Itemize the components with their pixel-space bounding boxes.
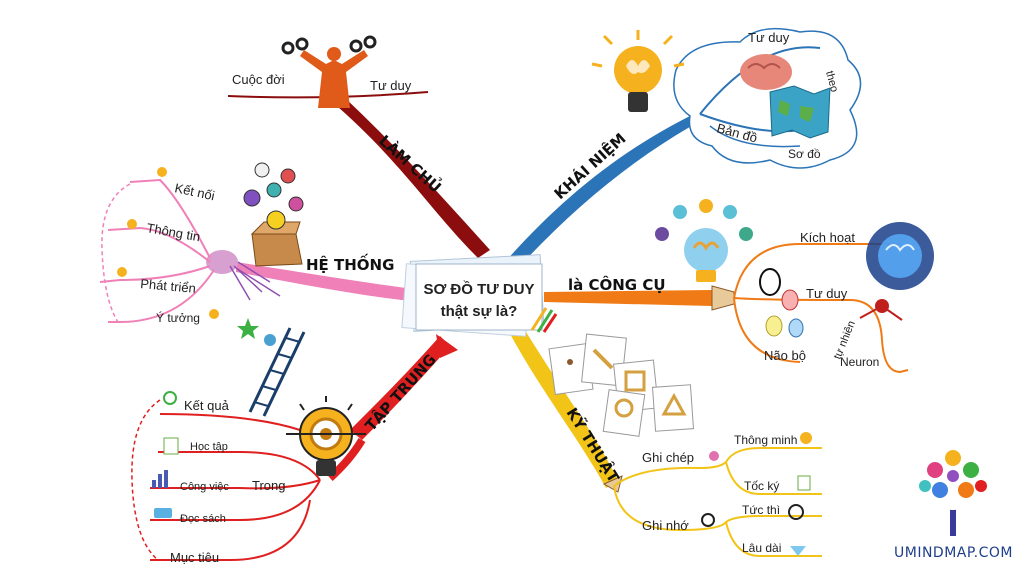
colorful-bulbs-icon	[759, 268, 804, 338]
tree-logo-icon	[919, 450, 987, 536]
sub-phat-trien: Phát triển	[140, 276, 197, 296]
branch-tap-trung-line	[350, 336, 450, 440]
shapes-cards-icon	[548, 333, 695, 437]
sub-trong: Trong	[252, 478, 285, 493]
sub-tuc-thi: Tức thì	[742, 503, 780, 517]
sub-so-do: Sơ đồ	[788, 147, 821, 161]
pencils-icon	[530, 307, 558, 333]
broken-chains-figure-icon	[281, 35, 377, 108]
sub-cuoc-doi: Cuộc đời	[232, 72, 285, 87]
sub-ghi-chep: Ghi chép	[642, 450, 694, 465]
branch-ky-thuat-line	[508, 322, 618, 488]
target-lightbulb-icon	[286, 396, 366, 476]
sub-muc-tieu: Mục tiêu	[170, 550, 219, 565]
brain-lightbulb-icon	[655, 199, 753, 282]
sub-tu-duy-khai-niem: Tư duy	[748, 30, 790, 45]
small-icons-ky-thuat	[701, 432, 812, 556]
sub-thong-minh: Thông minh	[734, 433, 797, 447]
electric-brain-icon	[859, 222, 934, 321]
central-topic-line1: SƠ ĐỒ TƯ DUY	[423, 280, 534, 298]
lightbulb-brain-icon	[591, 30, 685, 112]
khai-niem-cloud	[673, 27, 862, 169]
sub-neuron: Neuron	[840, 355, 879, 369]
sub-tu-duy-lam-chu: Tư duy	[370, 78, 412, 93]
branch-label-cong-cu: là CÔNG CỤ	[568, 275, 666, 294]
branch-label-lam-chu: LÀM CHỦ	[375, 129, 446, 196]
branch-he-thong-line	[236, 262, 420, 302]
sub-ket-noi: Kết nối	[173, 180, 216, 203]
central-topic-line2: thật sự là?	[441, 303, 518, 320]
sub-thong-tin: Thông tin	[145, 220, 201, 244]
small-icons-tap-trung	[152, 391, 179, 518]
central-topic: SƠ ĐỒ TƯ DUY thật sự là?	[401, 254, 558, 337]
sub-ghi-nho: Ghi nhớ	[642, 518, 689, 533]
sub-doc-sach: Đọc sách	[180, 513, 226, 525]
map-icon	[769, 85, 831, 139]
sub-theo: theo	[823, 70, 840, 94]
branch-label-he-thong: HỆ THỐNG	[306, 253, 394, 274]
sub-y-tuong: Ý tưởng	[156, 310, 200, 325]
sub-toc-ky: Tốc ký	[744, 479, 779, 493]
brain-icon	[740, 54, 792, 90]
branch-lam-chu-line	[330, 98, 490, 258]
sub-nao-bo: Não bộ	[764, 348, 806, 363]
sub-tu-duy-cong-cu: Tư duy	[806, 286, 848, 301]
sub-kich-hoat: Kích hoạt	[800, 230, 855, 245]
branch-label-tap-trung: TẬP TRUNG	[360, 349, 440, 434]
sub-cong-viec: Công việc	[180, 481, 229, 493]
brand-text: UMINDMAP.COM	[894, 545, 1013, 561]
ladder-star-icon	[237, 318, 306, 417]
lightbulbs-box-icon	[243, 162, 304, 267]
sub-lau-dai: Lâu dài	[742, 541, 781, 555]
branch-cong-cu-line	[544, 290, 712, 306]
branch-khai-niem-line	[505, 112, 702, 268]
sub-ket-qua: Kết quả	[184, 398, 230, 413]
sub-hoc-tap: Học tập	[190, 441, 228, 453]
small-icons-he-thong	[117, 167, 219, 319]
